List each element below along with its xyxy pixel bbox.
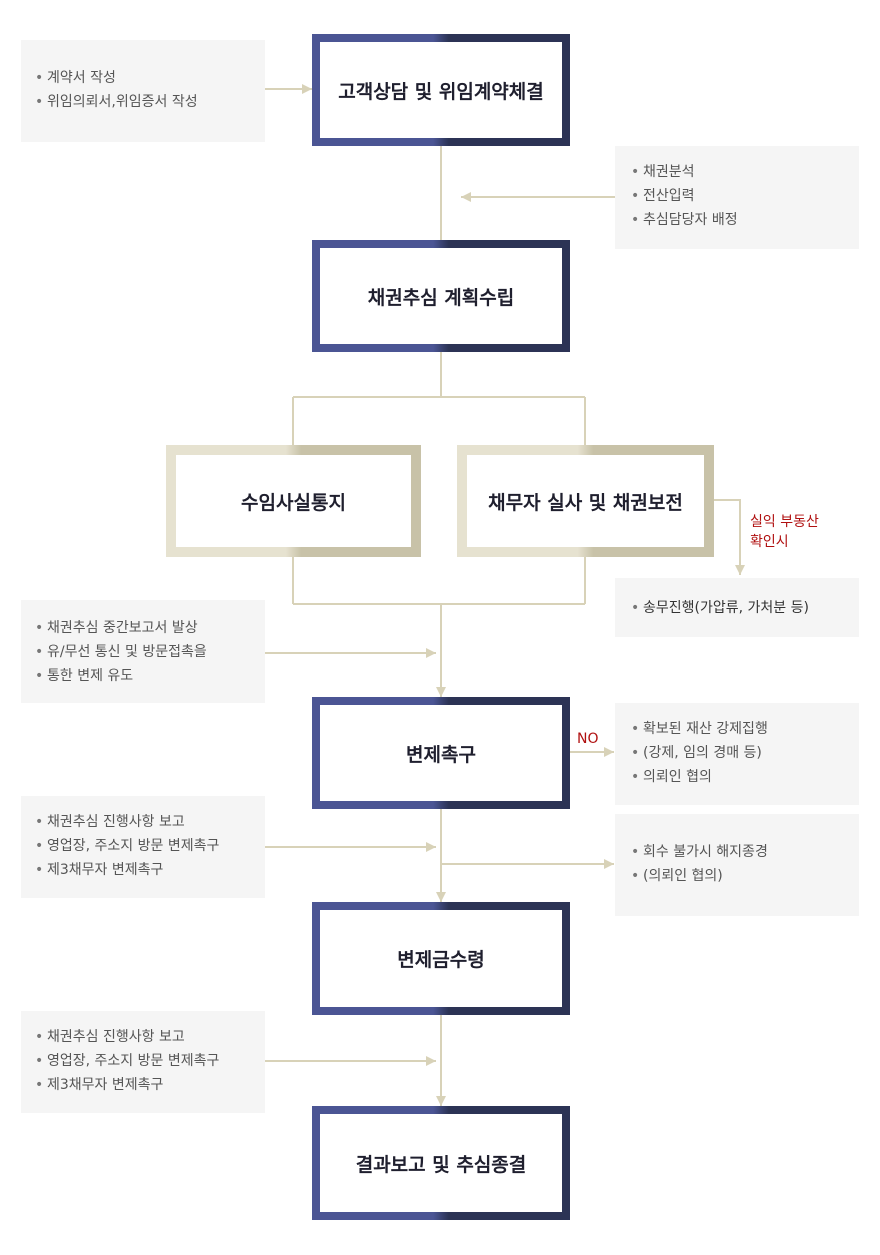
side-label-line: 실익 부동산 xyxy=(750,514,819,530)
note-item: 채권추심 진행사항 보고 xyxy=(35,1025,265,1049)
side-label-line: 확인시 xyxy=(750,534,789,550)
step-label: 고객상담 및 위임계약체결 xyxy=(338,80,544,103)
note-item: 전산입력 xyxy=(631,184,859,208)
note-item: 의뢰인 협의 xyxy=(631,765,859,789)
note-progress-report-2: 채권추심 진행사항 보고 영업장, 주소지 방문 변제촉구 제3채무자 변제촉구 xyxy=(21,1011,265,1113)
note-contract-docs: 계약서 작성 위임의뢰서,위임증서 작성 xyxy=(21,40,265,142)
note-item-continued: 통한 변제 유도 xyxy=(35,664,265,688)
no-label: NO xyxy=(577,731,599,747)
note-item: 확보된 재산 강제집행 xyxy=(631,717,859,741)
step-collection-plan: 채권추심 계획수립 xyxy=(312,240,570,352)
step-label: 수임사실통지 xyxy=(241,491,346,514)
step-notice-of-engagement: 수임사실통지 xyxy=(166,445,421,557)
step-consultation-contract: 고객상담 및 위임계약체결 xyxy=(312,34,570,146)
note-item: 영업장, 주소지 방문 변제촉구 xyxy=(35,1049,265,1073)
step-final-report: 결과보고 및 추심종결 xyxy=(312,1106,570,1220)
note-litigation: 송무진행(가압류, 가처분 등) xyxy=(615,578,859,637)
note-progress-report-1: 채권추심 진행사항 보고 영업장, 주소지 방문 변제촉구 제3채무자 변제촉구 xyxy=(21,796,265,898)
note-item: 채권분석 xyxy=(631,160,859,184)
step-repayment-demand: 변제촉구 xyxy=(312,697,570,809)
note-item: 위임의뢰서,위임증서 작성 xyxy=(35,90,265,114)
note-termination: 회수 불가시 해지종경 (의뢰인 협의) xyxy=(615,814,859,916)
note-item: 추심담당자 배정 xyxy=(631,208,859,232)
step-label: 결과보고 및 추심종결 xyxy=(355,1153,527,1176)
note-interim-report: 채권추심 중간보고서 발상 유/무선 통신 및 방문접촉을 통한 변제 유도 xyxy=(21,600,265,703)
note-item: 계약서 작성 xyxy=(35,66,265,90)
note-item-text: (강제, 임의 경매 등) xyxy=(643,745,762,761)
step-label: 채권추심 계획수립 xyxy=(367,286,515,309)
note-item: 회수 불가시 해지종경 xyxy=(631,840,859,864)
note-item-text: (의뢰인 협의) xyxy=(643,868,723,884)
note-item: 유/무선 통신 및 방문접촉을 xyxy=(35,640,265,664)
note-enforcement: 확보된 재산 강제집행 (강제, 임의 경매 등) 의뢰인 협의 xyxy=(615,703,859,805)
note-item-continued: (강제, 임의 경매 등) xyxy=(631,741,859,765)
step-label: 변제금수령 xyxy=(397,949,485,971)
step-debtor-investigation: 채무자 실사 및 채권보전 xyxy=(457,445,714,557)
note-item: 제3채무자 변제촉구 xyxy=(35,1073,265,1097)
note-item: 채권추심 중간보고서 발상 xyxy=(35,616,265,640)
note-item: 송무진행(가압류, 가처분 등) xyxy=(631,596,859,620)
note-item: 영업장, 주소지 방문 변제촉구 xyxy=(35,834,265,858)
note-item-continued: (의뢰인 협의) xyxy=(631,864,859,888)
note-item: 제3채무자 변제촉구 xyxy=(35,858,265,882)
note-item-text: 통한 변제 유도 xyxy=(47,668,134,684)
step-payment-receipt: 변제금수령 xyxy=(312,902,570,1015)
side-condition-label: 실익 부동산 확인시 xyxy=(750,512,819,552)
step-label: 채무자 실사 및 채권보전 xyxy=(488,491,683,514)
note-item: 채권추심 진행사항 보고 xyxy=(35,810,265,834)
note-claim-analysis: 채권분석 전산입력 추심담당자 배정 xyxy=(615,146,859,249)
step-label: 변제촉구 xyxy=(406,743,476,766)
